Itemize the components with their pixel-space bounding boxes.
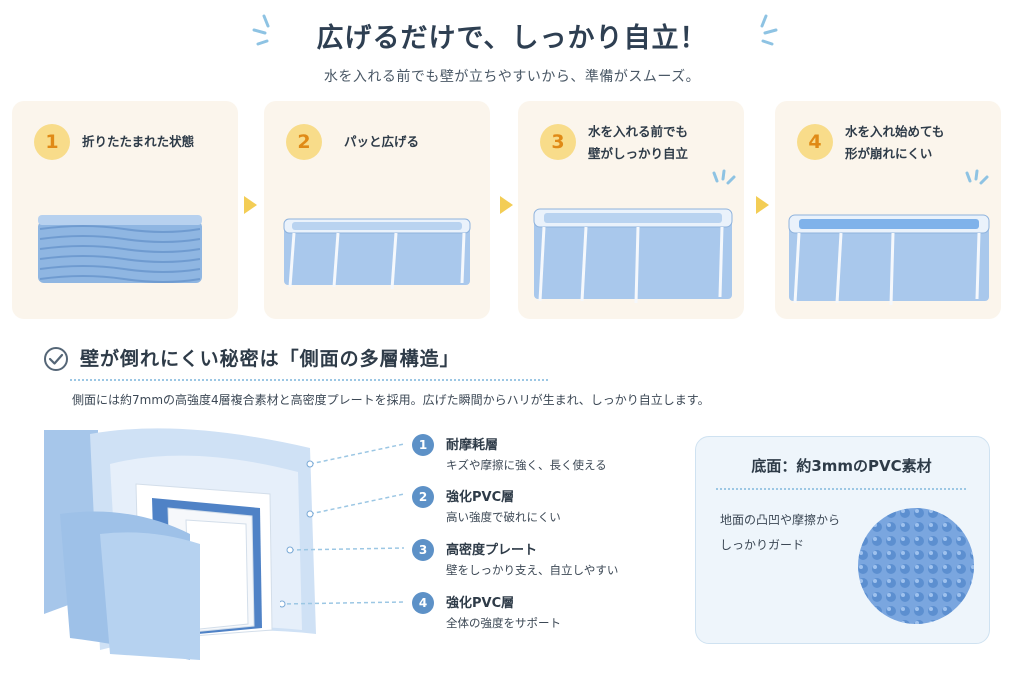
- step-card-2: 2 パッと広げる: [264, 101, 490, 319]
- layer-structure-image: [44, 428, 316, 660]
- page-subtitle: 水を入れる前でも壁が立ちやすいから、準備がスムーズ。: [323, 69, 701, 85]
- layer-title: 耐摩耗層: [446, 438, 499, 453]
- layer-number: 2: [412, 486, 434, 508]
- sparkle-right-icon: [760, 14, 778, 46]
- step-label: パッと広げる: [344, 134, 420, 149]
- sparkle-icon: [965, 169, 989, 185]
- sparkle-icon: [712, 169, 736, 185]
- layer-title: 高密度プレート: [446, 543, 538, 558]
- section-divider: [70, 379, 548, 381]
- folded-pool-image: [38, 215, 202, 283]
- layer-title: 強化PVC層: [446, 490, 515, 505]
- step-number: 4: [797, 124, 833, 160]
- step-label: 水を入れる前でも 壁がしっかり自立: [588, 124, 689, 161]
- page-title: 広げるだけで、しっかり自立！: [316, 23, 708, 54]
- water-pool-image: [788, 214, 990, 305]
- sparkle-left-icon: [252, 14, 270, 46]
- standing-pool-image: [533, 208, 733, 304]
- step-number: 1: [34, 124, 70, 160]
- layer-desc: 壁をしっかり支え、自立しやすい: [446, 563, 619, 577]
- layer-desc: 全体の強度をサポート: [446, 616, 561, 630]
- layer-desc: 高い強度で破れにくい: [446, 510, 561, 524]
- bottom-material-divider: [716, 488, 966, 490]
- step-number: 2: [286, 124, 322, 160]
- layer-title: 強化PVC層: [446, 596, 515, 611]
- layer-number: 1: [412, 434, 434, 456]
- section-title: 壁が倒れにくい秘密は「側面の多層構造」: [80, 348, 460, 370]
- layer-desc: キズや摩擦に強く、長く使える: [446, 458, 607, 472]
- step-label: 折りたたまれた状態: [82, 134, 195, 149]
- pvc-texture-image: [858, 508, 974, 624]
- opened-pool-image: [283, 218, 471, 290]
- step-card-1: 1 折りたたまれた状態: [12, 101, 238, 319]
- check-circle-icon: [44, 347, 68, 371]
- step-arrow-2: [500, 196, 513, 214]
- step-number: 3: [540, 124, 576, 160]
- step-card-4: 4 水を入れ始めても 形が崩れにくい: [775, 101, 1001, 319]
- step-arrow-3: [756, 196, 769, 214]
- bottom-material-title: 底面：約3mmのPVC素材: [751, 457, 932, 475]
- step-arrow-1: [244, 196, 257, 214]
- connector-lines: [280, 443, 405, 608]
- bottom-material-desc: 地面の凸凹や摩擦から しっかりガード: [720, 513, 841, 552]
- layer-number: 4: [412, 592, 434, 614]
- section-description: 側面には約7mmの高強度4層複合素材と高密度プレートを採用。広げた瞬間からハリが…: [72, 393, 710, 407]
- step-label: 水を入れ始めても 形が崩れにくい: [845, 124, 945, 161]
- step-card-3: 3 水を入れる前でも 壁がしっかり自立: [518, 101, 744, 319]
- layer-number: 3: [412, 539, 434, 561]
